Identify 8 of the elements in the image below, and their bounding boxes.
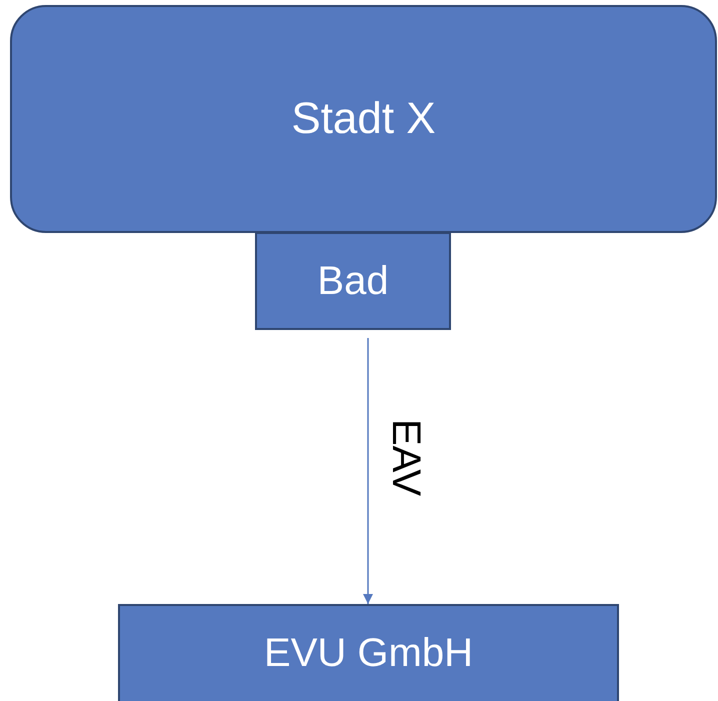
node-label: Bad bbox=[317, 258, 389, 304]
process-box bbox=[255, 232, 451, 330]
node-label: Stadt X bbox=[291, 94, 436, 144]
process-box bbox=[118, 604, 619, 701]
node-label: EVU GmbH bbox=[264, 630, 473, 676]
edge-label: EAV bbox=[383, 419, 428, 496]
rounded-box bbox=[10, 5, 717, 233]
arrow bbox=[363, 338, 373, 604]
